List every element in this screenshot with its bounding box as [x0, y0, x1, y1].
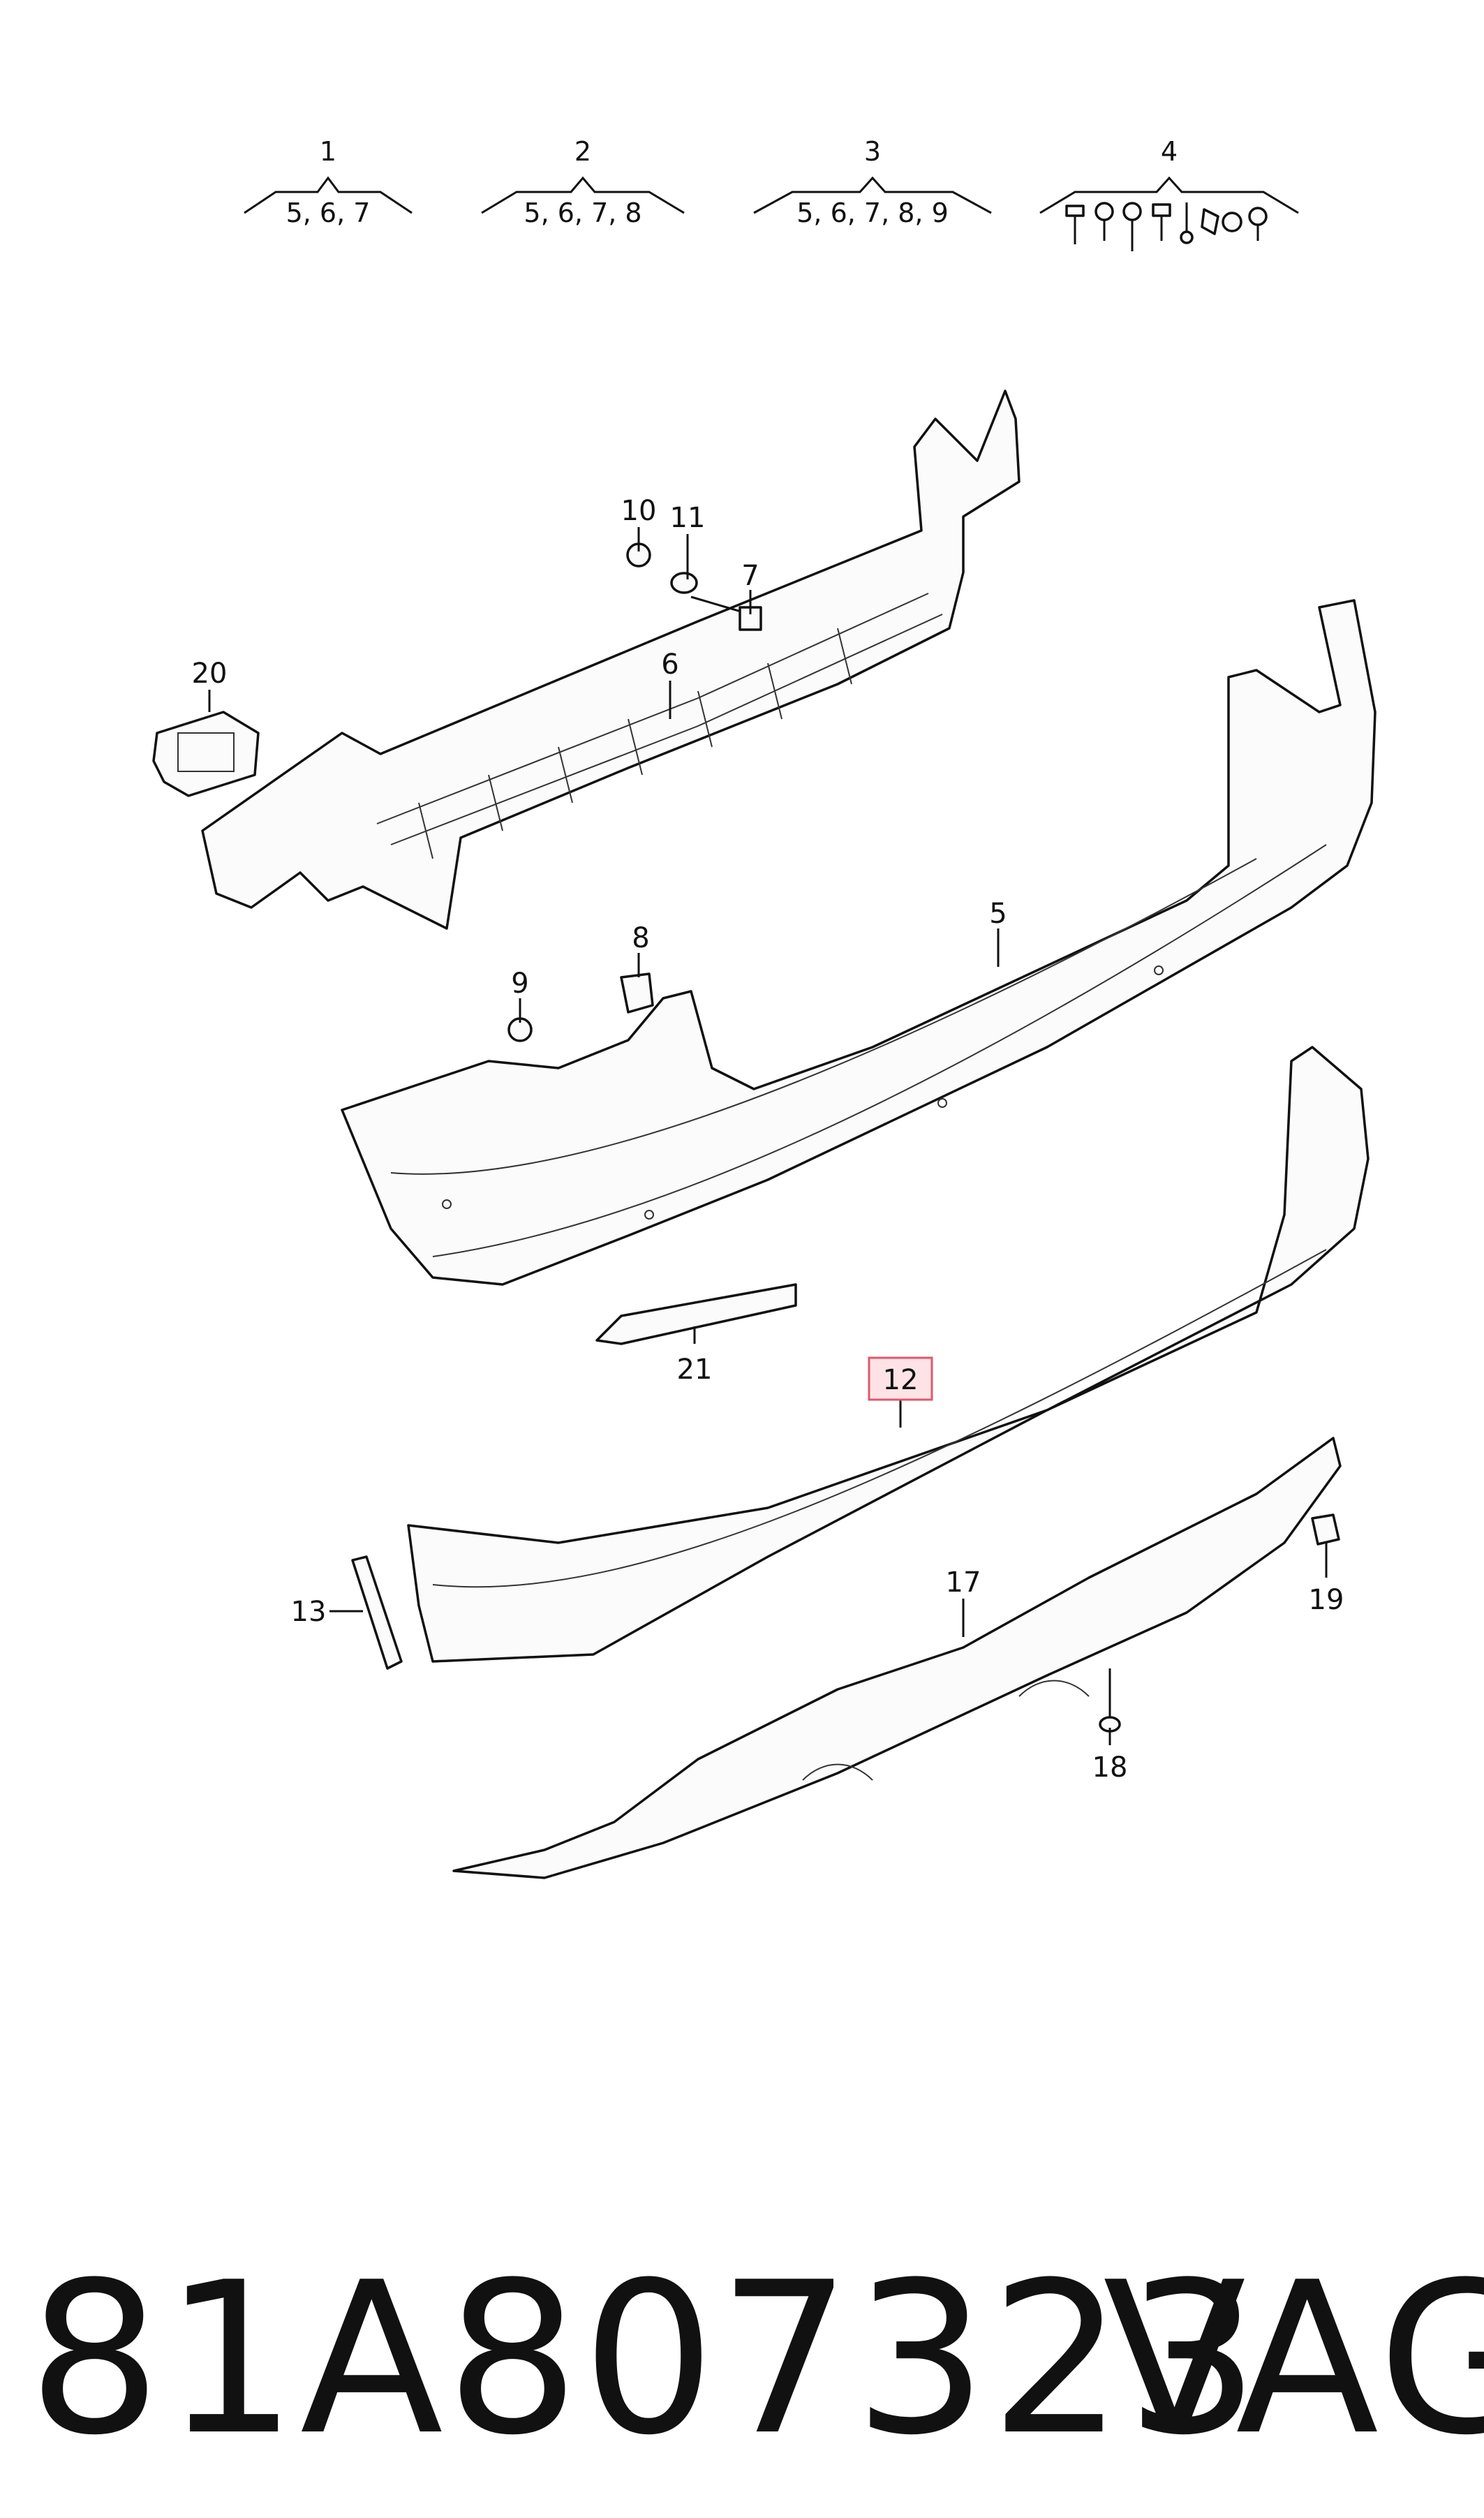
- group-2-members: 5, 6, 7, 8: [524, 198, 641, 228]
- bolt-icon: [1095, 202, 1114, 241]
- brand-label: VAG: [1103, 2237, 1484, 2481]
- screw-icon: [1122, 202, 1142, 251]
- callout-21: 21: [677, 1354, 713, 1386]
- washer-part: [670, 572, 698, 594]
- callout-12-highlight: [868, 1356, 933, 1401]
- group-3: 3 5, 6, 7, 8, 9: [753, 136, 992, 228]
- group-4: 4: [1039, 136, 1299, 251]
- callout-numbers: 5 6 7 8 9 10 11 12 13 17 18 19 20 21: [192, 495, 1344, 1784]
- group-4-number: 4: [1161, 136, 1178, 167]
- callout-13: 13: [291, 1596, 327, 1628]
- callout-19: 19: [1309, 1584, 1344, 1616]
- group-1-number: 1: [320, 136, 336, 167]
- fastener-icons: [1065, 202, 1268, 251]
- group-2: 2 5, 6, 7, 8: [481, 136, 685, 228]
- rivet-icon: [1248, 207, 1268, 241]
- group-3-members: 5, 6, 7, 8, 9: [796, 198, 949, 228]
- callout-12: 12: [883, 1364, 919, 1396]
- bolt-icon: [1065, 205, 1085, 244]
- bolt-icon: [1152, 203, 1171, 241]
- parts-diagram: 1 5, 6, 7 2 5, 6, 7, 8 3 5, 6, 7, 8, 9 4: [152, 136, 1377, 1879]
- callout-10: 10: [621, 495, 657, 527]
- reflector-part: [595, 1283, 797, 1345]
- group-1-members: 5, 6, 7: [286, 198, 371, 228]
- pin-icon: [1180, 202, 1194, 244]
- screw-part: [1099, 1668, 1121, 1733]
- callout-5: 5: [989, 898, 1007, 930]
- callout-9: 9: [511, 968, 528, 1000]
- lower-trim-part: [407, 1046, 1370, 1663]
- callout-18: 18: [1092, 1752, 1128, 1784]
- group-2-number: 2: [574, 136, 591, 167]
- clip-part: [620, 972, 654, 1014]
- leader-lines: [208, 527, 1328, 1745]
- bracket-part: [152, 711, 260, 797]
- clip-icon: [1201, 208, 1219, 235]
- cover-clip-part: [1311, 1513, 1340, 1546]
- diffuser-part: [452, 1437, 1342, 1879]
- trim-strip-part: [351, 1555, 403, 1670]
- callout-8: 8: [632, 922, 649, 954]
- part-number: 81A807323: [28, 2237, 1263, 2481]
- group-1: 1 5, 6, 7: [244, 136, 413, 228]
- nut-icon: [1222, 212, 1242, 232]
- bumper-cover-part: [341, 599, 1377, 1286]
- callout-11: 11: [670, 502, 706, 534]
- group-3-number: 3: [864, 136, 881, 167]
- callout-7: 7: [741, 560, 759, 592]
- callout-6: 6: [661, 649, 678, 681]
- bumper-carrier-part: [201, 390, 1021, 930]
- bolt-part: [690, 595, 762, 631]
- callout-17: 17: [946, 1567, 981, 1599]
- callout-20: 20: [192, 658, 228, 690]
